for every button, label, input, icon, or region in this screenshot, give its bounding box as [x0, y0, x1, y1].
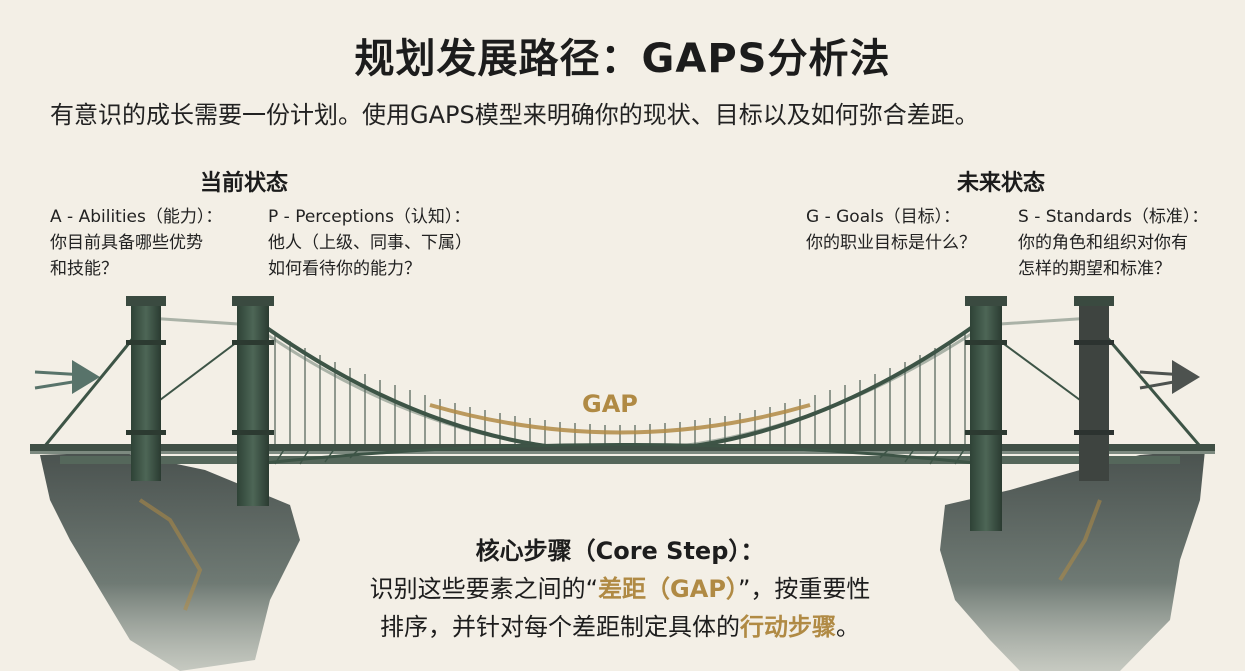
gap-label: GAP — [582, 390, 638, 418]
goals-question-1: 你的职业目标是什么？ — [806, 233, 976, 253]
page-title: 规划发展路径：GAPS分析法 — [354, 36, 891, 82]
future-state-title: 未来状态 — [957, 171, 1046, 196]
standards-box: S - Standards（标准）： 你的角色和组织对你有 怎样的期望和标准？ — [1018, 204, 1208, 282]
standards-question-2: 怎样的期望和标准？ — [1018, 259, 1171, 279]
abilities-box: A - Abilities（能力）： 你目前具备哪些优势 和技能？ — [50, 204, 222, 282]
core-step-line1-post: ”，按重要性 — [737, 575, 871, 603]
core-step-heading: 核心步骤（Core Step）： — [475, 537, 765, 565]
abilities-question-1: 你目前具备哪些优势 — [50, 233, 203, 253]
perceptions-label: P - Perceptions（认知）： — [268, 207, 471, 227]
perceptions-question-1: 他人（上级、同事、下属） — [268, 233, 472, 253]
core-step-line2-post: 。 — [836, 613, 860, 641]
core-step-action-highlight: 行动步骤 — [740, 613, 836, 641]
standards-question-1: 你的角色和组织对你有 — [1018, 233, 1188, 253]
abilities-question-2: 和技能？ — [50, 259, 118, 279]
tower-right-inner — [965, 296, 1007, 531]
current-state-title: 当前状态 — [200, 171, 289, 196]
tower-left-outer — [126, 296, 166, 481]
page-subtitle: 有意识的成长需要一份计划。使用GAPS模型来明确你的现状、目标以及如何弥合差距。 — [50, 101, 979, 129]
perceptions-question-2: 如何看待你的能力？ — [268, 259, 421, 279]
goals-box: G - Goals（目标）： 你的职业目标是什么？ — [806, 204, 976, 256]
bridge-deck — [30, 443, 1215, 466]
core-step-gap-highlight: 差距（GAP） — [598, 575, 738, 603]
abilities-label: A - Abilities（能力）： — [50, 207, 223, 227]
standards-label: S - Standards（标准）： — [1018, 207, 1209, 227]
tower-left-inner — [232, 296, 274, 506]
core-step-line1-pre: 识别这些要素之间的“ — [369, 575, 599, 603]
arrow-left-icon — [34, 360, 100, 394]
core-step: 核心步骤（Core Step）： 识别这些要素之间的“差距（GAP）”，按重要性… — [300, 532, 940, 646]
arrow-right-icon — [1139, 360, 1200, 394]
goals-label: G - Goals（目标）： — [806, 207, 961, 227]
tower-right-outer — [1074, 296, 1114, 481]
left-cliff — [40, 452, 300, 671]
perceptions-box: P - Perceptions（认知）： 他人（上级、同事、下属） 如何看待你的… — [268, 204, 472, 282]
core-step-line2-pre: 排序，并针对每个差距制定具体的 — [380, 613, 740, 641]
gap-cable-highlight — [429, 403, 811, 435]
